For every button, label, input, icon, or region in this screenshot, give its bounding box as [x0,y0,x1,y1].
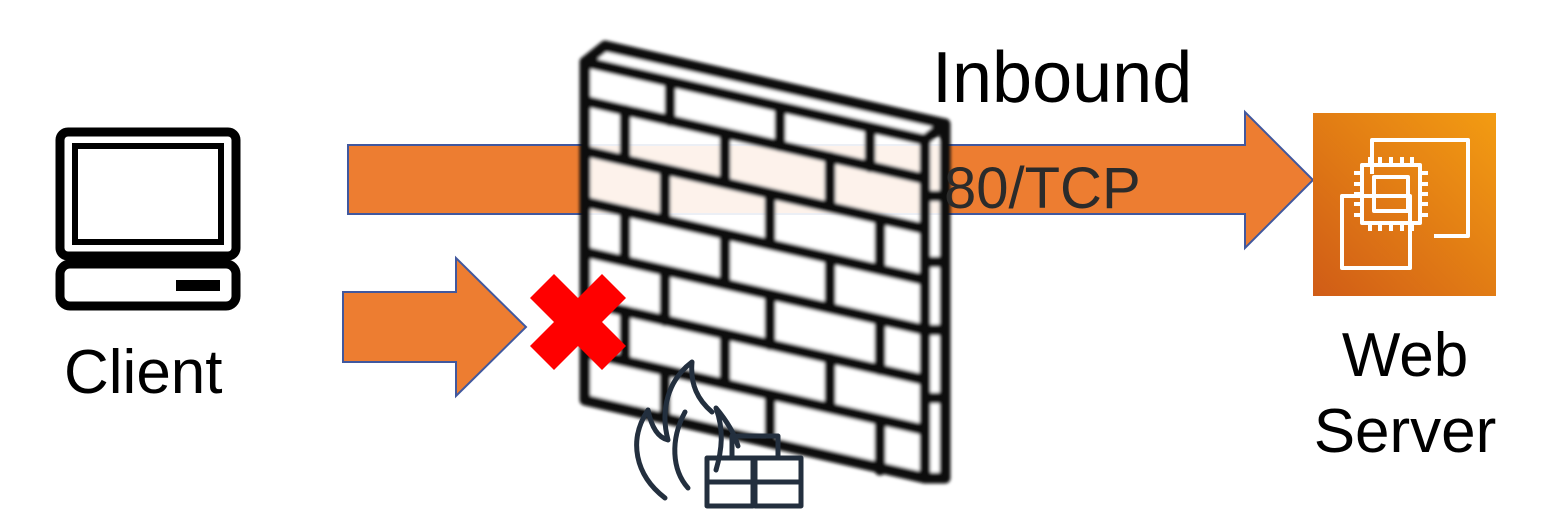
inbound-label: Inbound [932,38,1193,118]
firewall-flame-icon [634,359,804,509]
desktop-computer-icon [55,127,241,311]
web-server-label: Web Server [1290,318,1520,469]
web-server-label-line1: Web [1341,321,1469,390]
client-label: Client [64,338,223,407]
port-label: 80/TCP [944,156,1141,221]
ec2-instance-icon [1313,113,1496,296]
red-x-icon [530,274,626,370]
blocked-arrow [342,255,528,399]
web-server-label-line2: Server [1313,396,1497,466]
brick-wall-icon [579,40,951,484]
